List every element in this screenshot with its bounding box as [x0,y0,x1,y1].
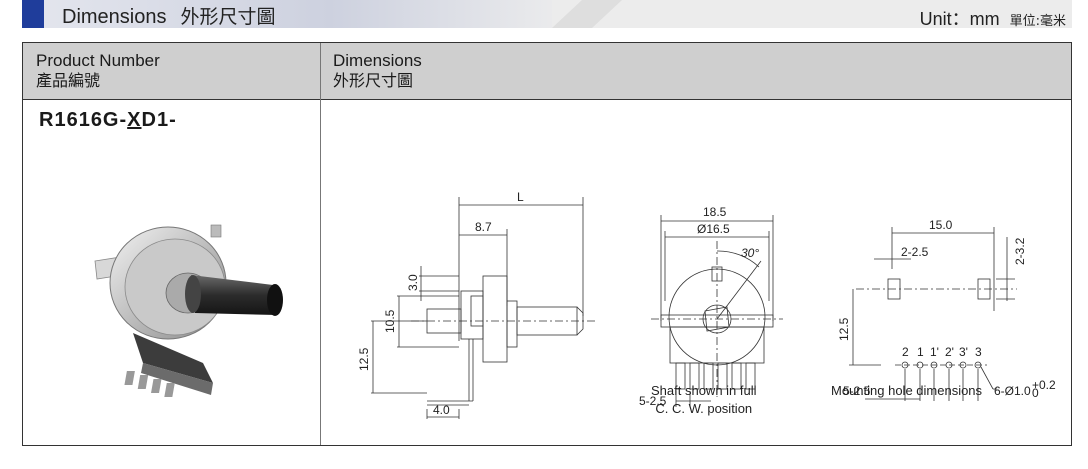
dim-18-5: 18.5 [703,205,727,219]
mounting-caption: Mounting hole dimensions [831,383,983,398]
unit-label: Unit：mm 單位:毫米 [920,5,1066,31]
header-product-number-zh: 產品編號 [36,71,101,90]
front-view [651,215,783,407]
unit-en: Unit：mm [919,9,1000,29]
section-title: Dimensions 外形尺寸圖 [62,2,276,29]
header-accent-square [22,0,44,28]
dim-8-7: 8.7 [475,220,492,234]
section-header [22,0,1072,28]
pin-label-1: 1 [917,345,924,359]
dim-15-0: 15.0 [929,218,953,232]
table-header-row [23,43,1071,100]
pin-label-1p: 1' [930,345,939,359]
dim-tol-plus: +0.2 [1032,378,1056,392]
dim-12-5-side: 12.5 [357,347,371,371]
front-caption-line2: C. C. W. position [655,401,753,416]
dim-angle: 30° [741,246,759,260]
dim-5-2-5-mount: 5-2.5 [843,384,871,398]
product-number: R1616G-XD1- [39,109,177,132]
pin-label-2p: 2' [945,345,954,359]
dim-5-2-5-front: 5-2.5 [639,394,667,408]
pin-label-3p: 3' [959,345,968,359]
pin-label-3: 3 [975,345,982,359]
dim-2-2-5: 2-2.5 [901,245,929,259]
dim-tol-minus: 0 [1032,386,1039,400]
dim-l: L [517,190,524,204]
product-number-suffix: D1- [141,109,177,131]
dim-12-5-mount: 12.5 [837,317,851,341]
header-dimensions: Dimensions 外形尺寸圖 [333,51,422,91]
dim-10-5: 10.5 [383,309,397,333]
front-caption-line1: Shaft shown in full [651,383,757,398]
front-view-caption: Shaft shown in full C. C. W. position [651,383,757,416]
header-product-number-en: Product Number [36,51,160,70]
section-title-zh: 外形尺寸圖 [180,6,276,28]
dim-4-0: 4.0 [433,403,450,417]
header-product-number: Product Number 產品編號 [36,51,160,91]
header-dimensions-en: Dimensions [333,51,422,70]
mounting-holes [849,227,1017,401]
dim-16-5: Ø16.5 [697,222,730,236]
section-title-en: Dimensions [62,6,167,28]
unit-zh: 單位:毫米 [1009,14,1066,29]
dimensions-table: Product Number 產品編號 Dimensions 外形尺寸圖 R16… [22,42,1072,446]
dim-3-0: 3.0 [406,274,420,291]
dim-2-3-2: 2-3.2 [1013,237,1027,265]
header-dimensions-zh: 外形尺寸圖 [333,71,414,90]
technical-drawing: L 8.7 3.0 10.5 12.5 4.0 18.5 Ø16.5 30° 5… [357,190,1056,419]
pin-label-2: 2 [902,345,909,359]
dim-hole: 6-Ø1.0 [994,384,1031,398]
product-number-variable: X [127,109,142,131]
header-band [22,0,1072,28]
product-photo [94,224,283,397]
product-number-prefix: R1616G- [39,109,128,131]
side-view [371,197,596,419]
column-divider [320,43,321,445]
